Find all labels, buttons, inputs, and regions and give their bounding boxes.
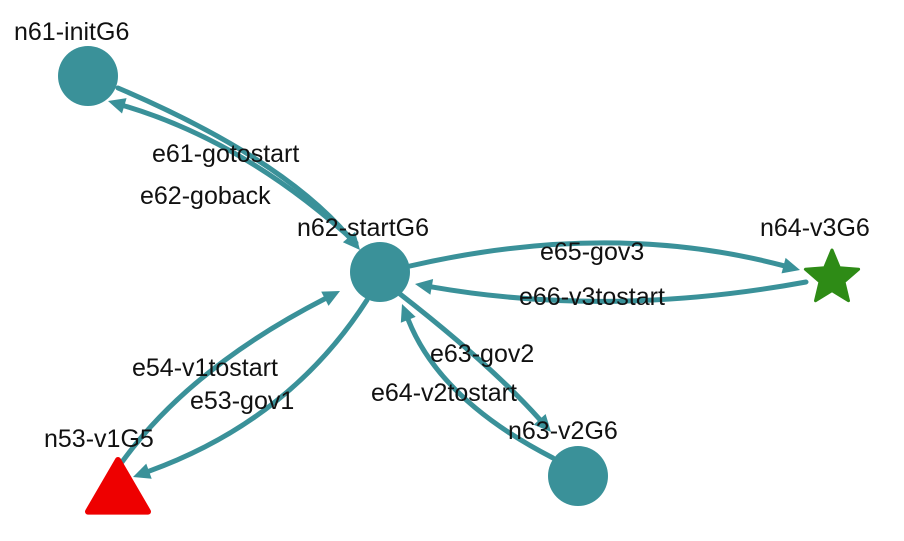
node-label-n61: n61-initG6 <box>14 18 129 46</box>
node-n53-triangle <box>85 457 151 515</box>
edge-e61 <box>115 85 352 240</box>
arrowhead-e54 <box>321 291 340 306</box>
edge-e54 <box>119 296 328 465</box>
node-n61-circle <box>58 46 118 106</box>
arrowhead-e53 <box>133 463 152 479</box>
node-label-n64: n64-v3G6 <box>760 214 870 242</box>
arrowhead-e66 <box>415 279 434 295</box>
edge-label-e64: e64-v2tostart <box>371 379 517 407</box>
edge-label-e63: e63-gov2 <box>430 340 534 368</box>
edge-label-e66: e66-v3tostart <box>519 283 665 311</box>
node-n62-circle <box>350 242 410 302</box>
node-label-n63: n63-v2G6 <box>508 417 618 445</box>
edge-label-e65: e65-gov3 <box>540 238 644 266</box>
edge-e64 <box>405 317 556 461</box>
edge-label-e61: e61-gotostart <box>152 140 299 168</box>
node-n63-circle <box>548 446 608 506</box>
node-label-n62: n62-startG6 <box>297 214 429 242</box>
edge-label-e53: e53-gov1 <box>190 387 294 415</box>
edge-e53 <box>146 297 370 474</box>
labels-layer: e61-gotostart e62-goback e65-gov3 e66-v3tos… <box>14 18 870 453</box>
arrowhead-e64 <box>400 304 416 323</box>
arrowhead-e62 <box>108 98 127 114</box>
edge-label-e62: e62-goback <box>140 182 271 210</box>
edge-e62 <box>121 103 359 246</box>
edge-e66 <box>429 279 809 304</box>
node-n64-star <box>803 248 861 303</box>
nodes-layer <box>58 46 861 515</box>
arrowhead-e65 <box>781 257 800 274</box>
edge-e65 <box>407 240 787 269</box>
node-label-n53: n53-v1G5 <box>44 425 154 453</box>
edges-layer <box>108 85 809 479</box>
arrowhead-e63 <box>533 414 551 432</box>
edge-e63 <box>397 291 543 422</box>
edge-label-e54: e54-v1tostart <box>132 354 278 382</box>
